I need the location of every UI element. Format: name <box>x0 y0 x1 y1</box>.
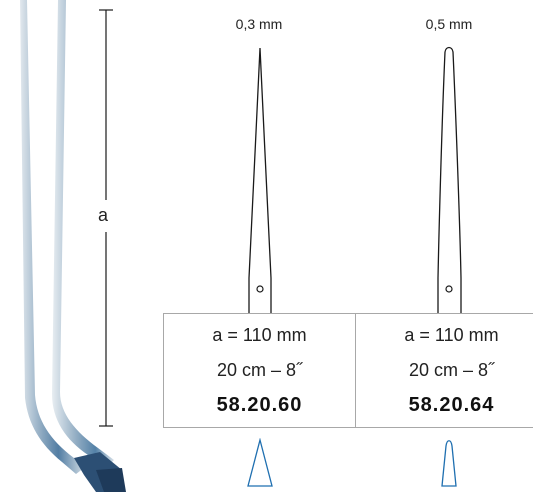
spec-column-1: a = 110 mm 20 cm – 8˝ 58.20.60 <box>164 314 355 427</box>
blade-outline-1 <box>248 47 272 313</box>
article-code-1: 58.20.60 <box>216 394 303 416</box>
forceps-photo <box>20 0 126 492</box>
dimension-line <box>99 9 113 427</box>
size-value-2: 20 cm – 8˝ <box>408 360 495 380</box>
article-code-2: 58.20.64 <box>408 394 495 416</box>
length-value-2: a = 110 mm <box>404 325 499 345</box>
tip-shape-rounded-icon <box>441 440 457 487</box>
length-value-1: a = 110 mm <box>212 325 307 345</box>
tip-shape-pointed-icon <box>247 438 273 487</box>
spec-table: a = 110 mm 20 cm – 8˝ 58.20.60 a = 110 m… <box>163 313 533 428</box>
tip-width-label-2: 0,5 mm <box>425 16 473 32</box>
spec-column-2: a = 110 mm 20 cm – 8˝ 58.20.64 <box>355 314 533 427</box>
dimension-label: a <box>98 205 109 225</box>
tip-width-label-1: 0,3 mm <box>235 16 283 32</box>
blade-outline-2 <box>437 46 462 313</box>
size-value-1: 20 cm – 8˝ <box>216 360 303 380</box>
